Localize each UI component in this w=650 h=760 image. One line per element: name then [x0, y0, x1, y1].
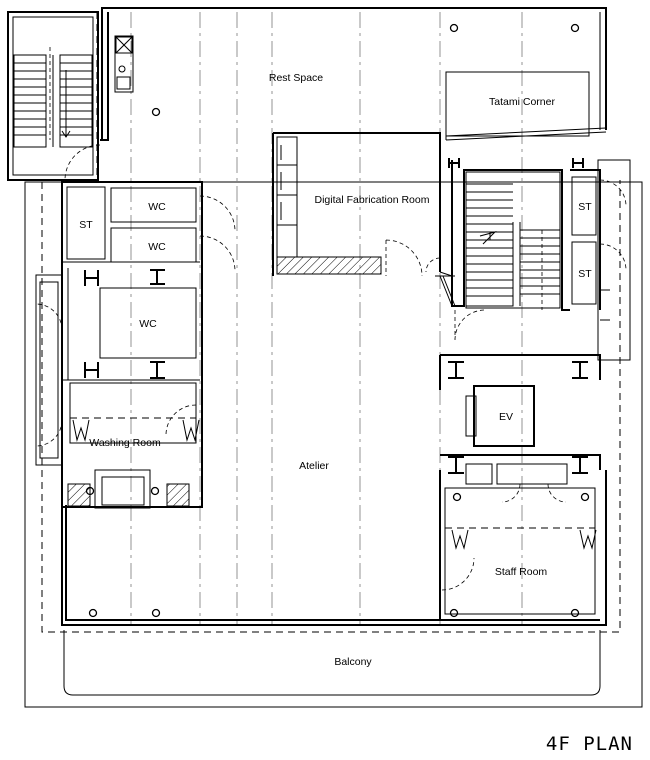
right-storage [570, 159, 631, 361]
label-atelier: Atelier [299, 460, 329, 472]
label-ev: EV [499, 411, 513, 423]
tatami-corner [445, 71, 607, 141]
plan-title: 4F PLAN [546, 733, 633, 755]
columns [85, 23, 590, 618]
label-digital-fabrication-room: Digital Fabrication Room [315, 194, 430, 206]
building-walls [61, 7, 607, 626]
label-st-right-lower: ST [578, 268, 592, 280]
label-st-right-upper: ST [578, 201, 592, 213]
grid-lines [130, 12, 523, 625]
label-st-left: ST [79, 219, 93, 231]
digital-fabrication-room [272, 132, 456, 307]
label-tatami-corner: Tatami Corner [489, 96, 555, 108]
label-washing-room: Washing Room [89, 437, 161, 449]
h-columns [84, 158, 588, 474]
stair-top-left [7, 11, 99, 181]
label-wc-middle: WC [148, 241, 166, 253]
label-wc-large: WC [139, 318, 157, 330]
staff-room [439, 470, 597, 620]
site-boundary [24, 181, 643, 708]
left-block [35, 144, 236, 509]
sink-unit [114, 35, 134, 93]
label-balcony: Balcony [334, 656, 372, 668]
stair-right [451, 160, 570, 311]
floor-envelope [41, 180, 621, 633]
label-rest-space: Rest Space [269, 72, 323, 84]
balcony [63, 630, 601, 696]
label-staff-room: Staff Room [495, 566, 548, 578]
label-wc-upper: WC [148, 201, 166, 213]
ev-core [439, 309, 601, 503]
